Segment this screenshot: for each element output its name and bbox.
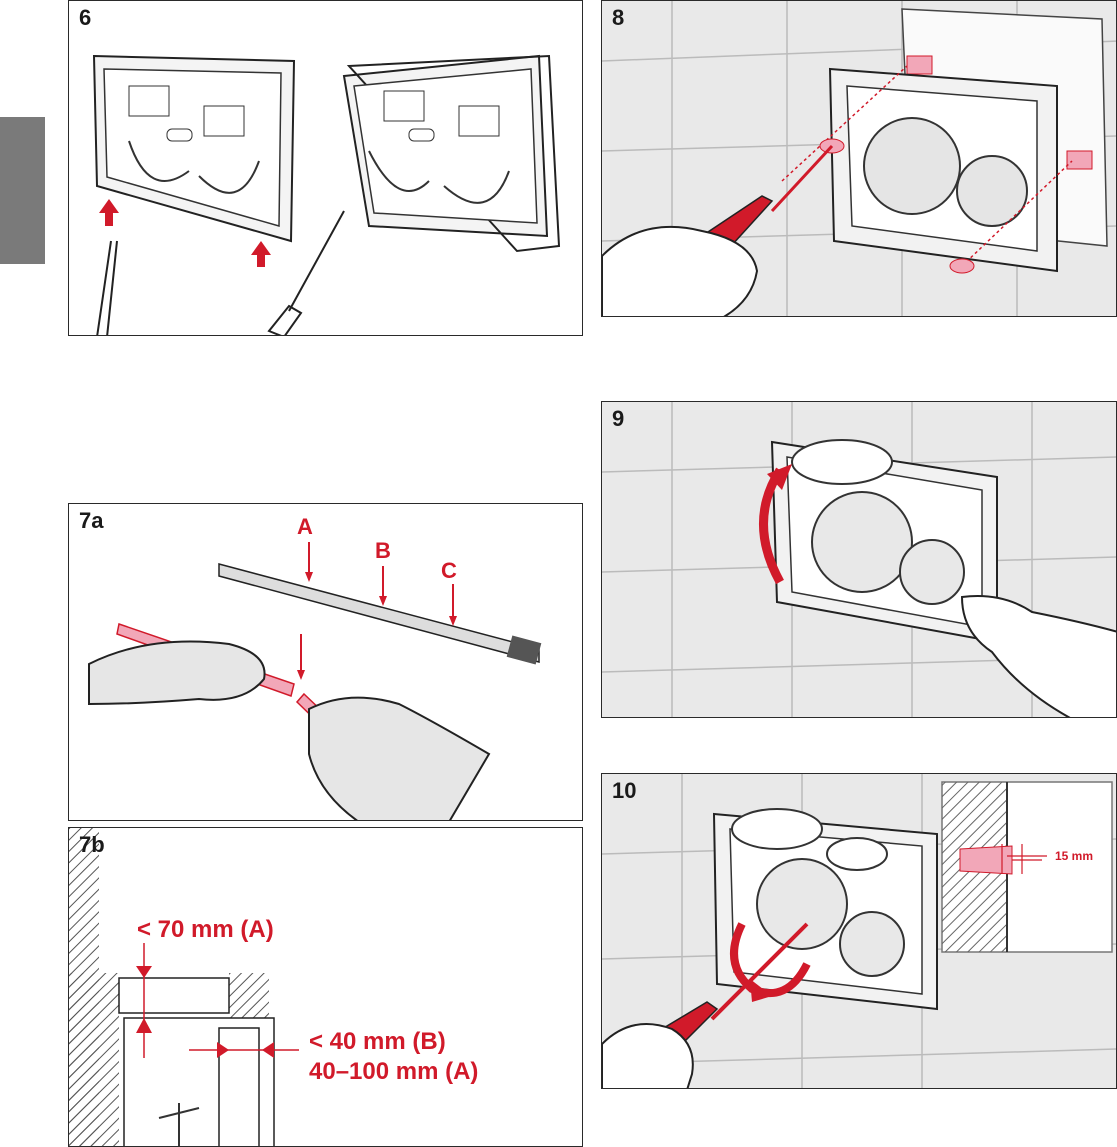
marker-c-label: C	[441, 558, 457, 583]
step-7b-illustration	[69, 828, 299, 1146]
dim-b-label: < 40 mm (B)	[309, 1028, 446, 1055]
side-tab-marker	[0, 117, 45, 264]
step-7b-panel: 7b < 70 mm (A) < 40 mm (B) 40–100 mm (A)	[68, 827, 583, 1147]
step-6-illustration	[92, 54, 561, 335]
step-number: 8	[612, 5, 625, 30]
step-7a-panel: 7a A B C	[68, 503, 583, 821]
dim-range-label: 40–100 mm (A)	[309, 1058, 479, 1085]
step-8-illustration	[602, 1, 1116, 316]
step-10-panel: 10 15 mm	[601, 773, 1117, 1089]
marker-b-label: B	[375, 538, 391, 563]
step-number: 7a	[79, 508, 104, 533]
inset-dimension-label: 15 mm	[1055, 849, 1094, 863]
step-6-panel: 6	[68, 0, 583, 336]
dim-a-label: < 70 mm (A)	[137, 916, 274, 943]
step-number: 10	[612, 778, 637, 803]
marker-a-label: A	[297, 514, 313, 539]
step-number: 6	[79, 5, 92, 30]
step-number: 7b	[79, 832, 105, 857]
step-10-illustration	[602, 774, 1116, 1088]
step-7a-illustration	[88, 542, 542, 820]
step-number: 9	[612, 406, 625, 431]
step-8-panel: 8	[601, 0, 1117, 317]
step-9-illustration	[602, 402, 1116, 717]
step-9-panel: 9	[601, 401, 1117, 718]
